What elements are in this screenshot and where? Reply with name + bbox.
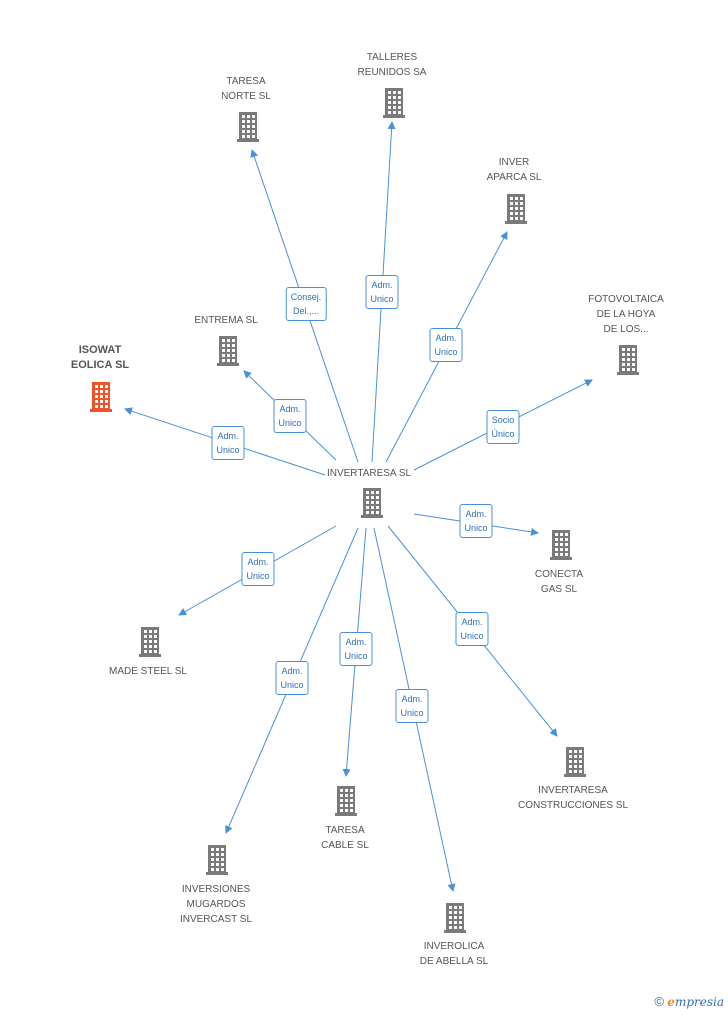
edge-label-invertaresa_constr[interactable]: Adm. Unico (455, 612, 489, 646)
building-icon[interactable] (217, 336, 239, 366)
node-label-invertaresa_constr[interactable]: INVERTARESA CONSTRUCCIONES SL (517, 785, 629, 811)
node-label-taresa_norte[interactable]: TARESA NORTE SL (221, 76, 271, 102)
building-icon[interactable] (206, 845, 228, 875)
building-icon[interactable] (444, 903, 466, 933)
building-icon[interactable] (237, 112, 259, 142)
node-label-inverolica[interactable]: INVEROLICA DE ABELLA SL (419, 941, 489, 967)
edge-label-isowat[interactable]: Adm. Unico (211, 426, 245, 460)
building-icon[interactable] (335, 786, 357, 816)
edge-label-talleres[interactable]: Adm. Unico (365, 275, 399, 309)
building-icon[interactable] (90, 382, 112, 412)
edge-label-inverolica[interactable]: Adm. Unico (395, 689, 429, 723)
building-icon[interactable] (617, 345, 639, 375)
node-label-made_steel[interactable]: MADE STEEL SL (109, 666, 187, 677)
edge-label-inver_aparca[interactable]: Adm. Unico (429, 328, 463, 362)
edge-label-made_steel[interactable]: Adm. Unico (241, 552, 275, 586)
edge-label-fotovoltaica[interactable]: Socio Único (486, 410, 520, 444)
node-label-talleres[interactable]: TALLERES REUNIDOS SA (357, 52, 427, 78)
node-label-conecta[interactable]: CONECTA GAS SL (534, 569, 584, 595)
copyright-symbol: © (654, 994, 664, 1009)
node-label-inversiones[interactable]: INVERSIONES MUGARDOS INVERCAST SL (179, 884, 253, 925)
node-label-inver_aparca[interactable]: INVER APARCA SL (486, 157, 542, 183)
node-label-isowat[interactable]: ISOWAT EOLICA SL (70, 344, 130, 371)
edge-label-taresa_cable[interactable]: Adm. Unico (339, 632, 373, 666)
brand-logo: empresia (667, 995, 724, 1009)
edge-label-entrema[interactable]: Adm. Unico (273, 399, 307, 433)
building-icon[interactable] (361, 488, 383, 518)
footer-brand: © empresia (654, 994, 724, 1009)
building-icon[interactable] (550, 530, 572, 560)
node-label-fotovoltaica[interactable]: FOTOVOLTAICA DE LA HOYA DE LOS... (588, 294, 664, 335)
node-label-entrema[interactable]: ENTREMA SL (194, 315, 258, 326)
edge-label-taresa_norte[interactable]: Consej. Del.,... (285, 287, 327, 321)
building-icon[interactable] (564, 747, 586, 777)
edge-label-conecta[interactable]: Adm. Unico (459, 504, 493, 538)
node-label-invertaresa[interactable]: INVERTARESA SL (326, 468, 412, 479)
building-icon[interactable] (505, 194, 527, 224)
node-label-taresa_cable[interactable]: TARESA CABLE SL (321, 825, 369, 851)
building-icon[interactable] (139, 627, 161, 657)
edge-label-inversiones[interactable]: Adm. Unico (275, 661, 309, 695)
building-icon[interactable] (383, 88, 405, 118)
